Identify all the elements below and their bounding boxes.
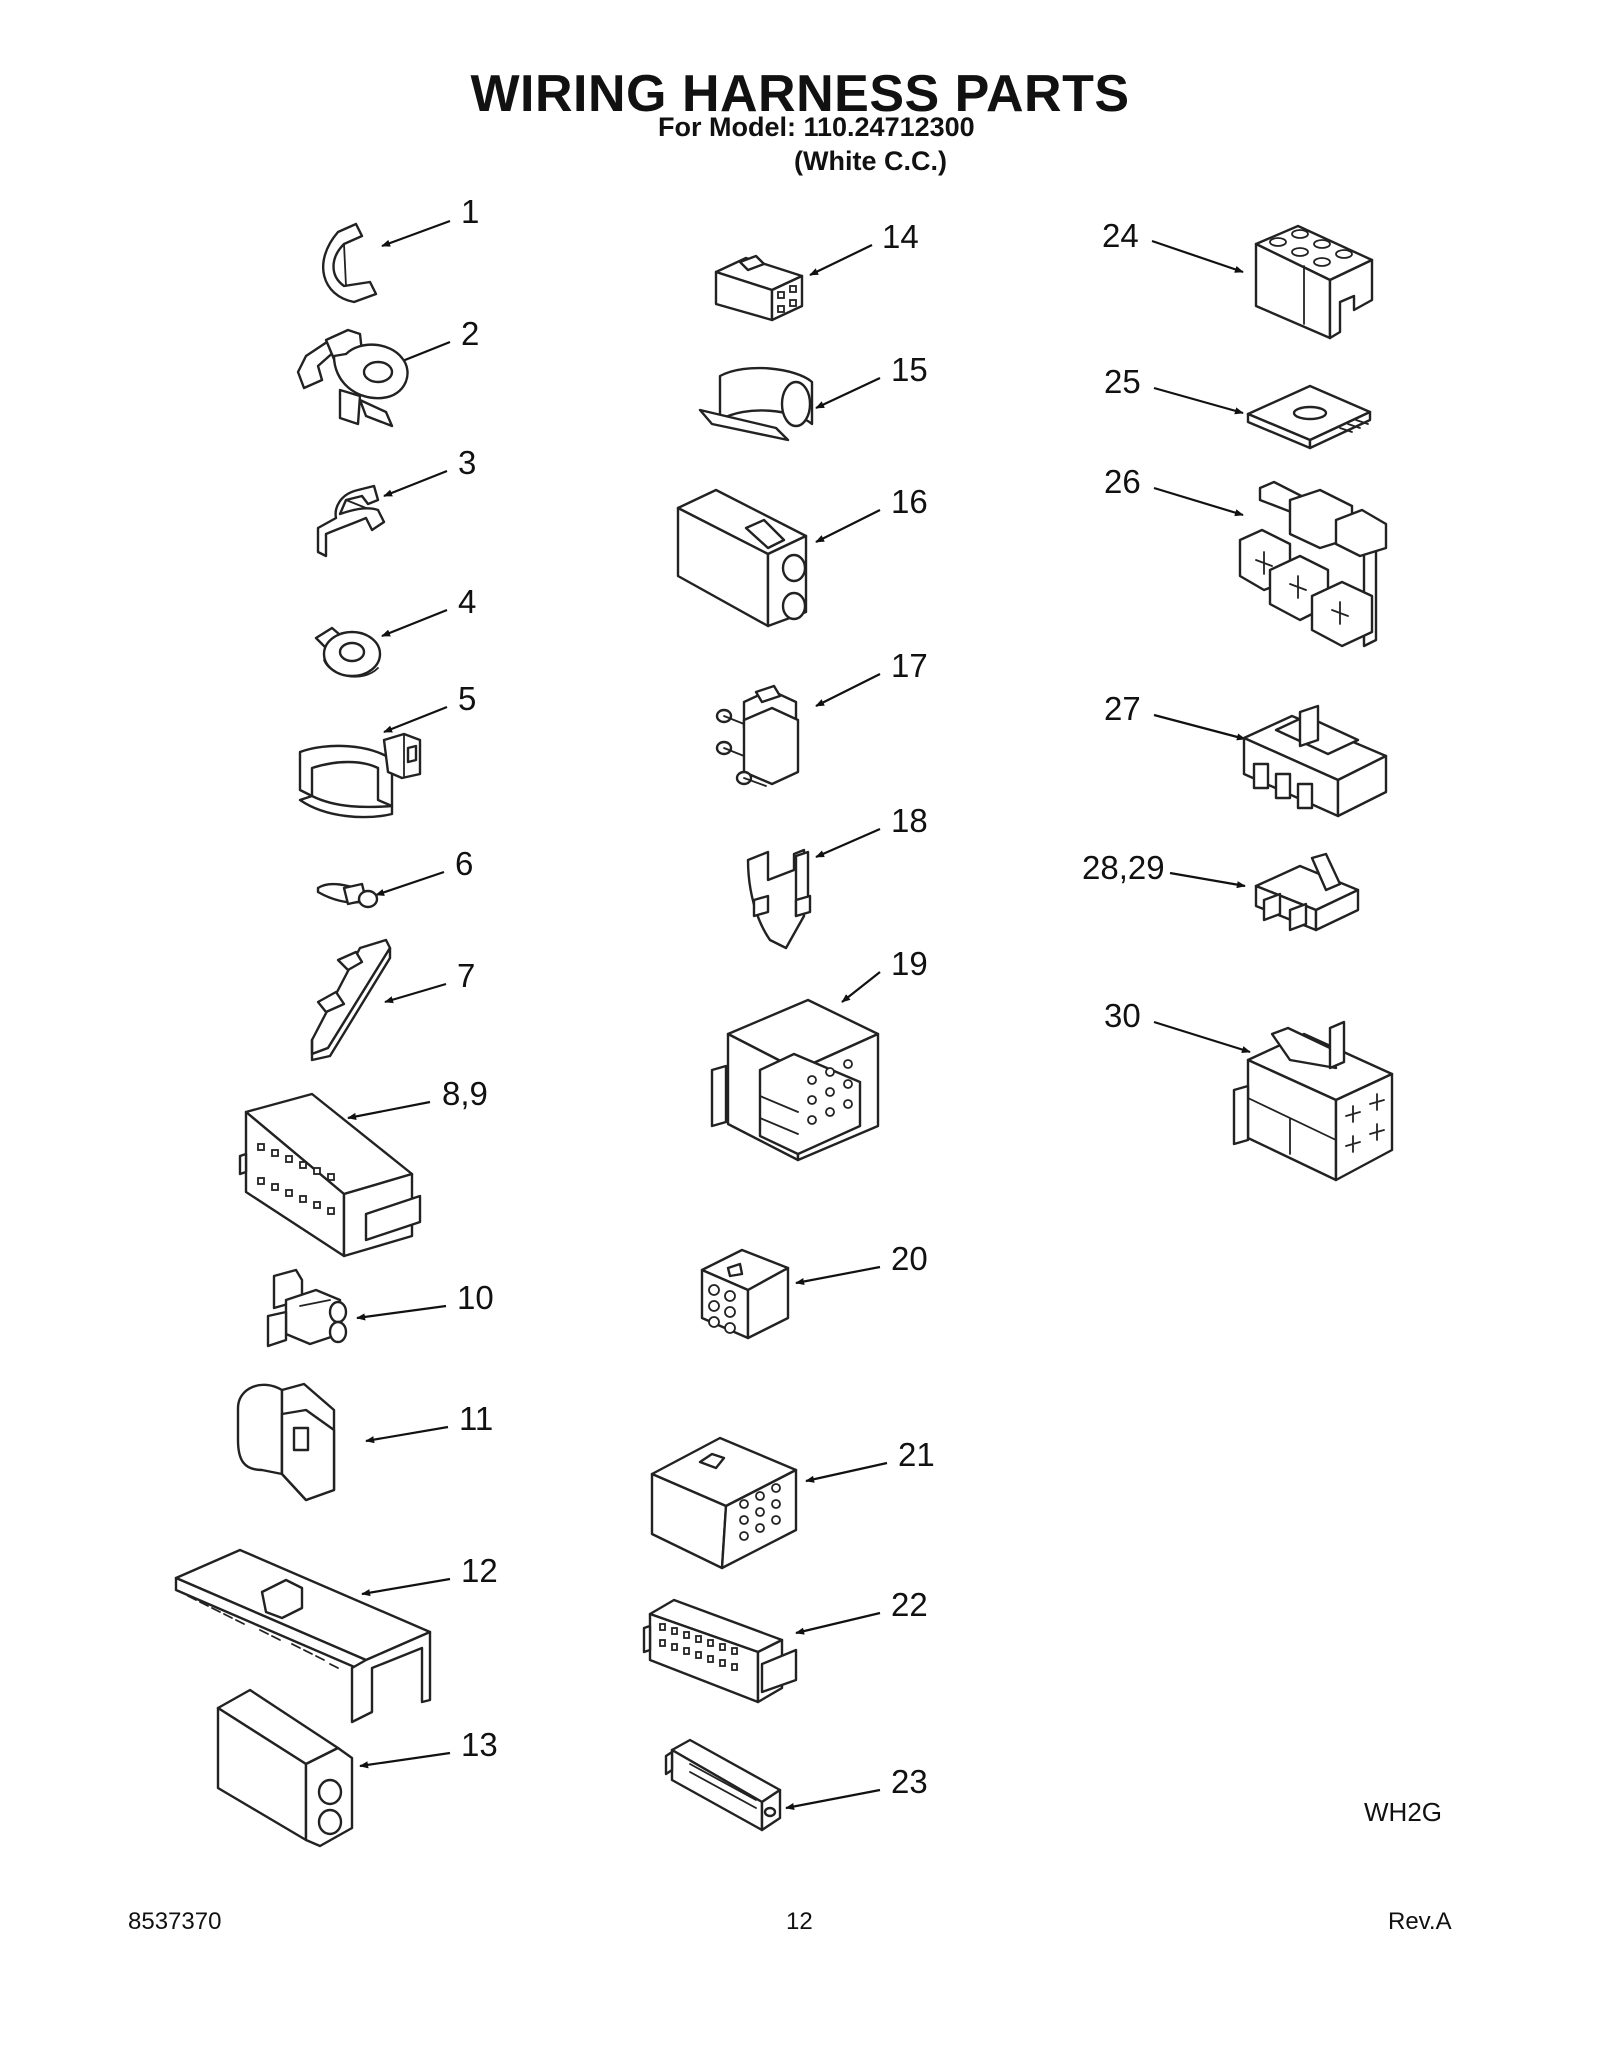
part-10-connector bbox=[266, 1268, 348, 1348]
leader-28-29 bbox=[1169, 871, 1246, 889]
callout-label-22: 22 bbox=[891, 1586, 928, 1623]
leader-21 bbox=[805, 1461, 888, 1483]
part-1-clip bbox=[322, 222, 378, 304]
leader-17 bbox=[815, 673, 881, 707]
leader-12 bbox=[361, 1577, 451, 1597]
leader-22 bbox=[795, 1611, 881, 1635]
leader-13 bbox=[359, 1751, 451, 1769]
variant-line: (White C.C.) bbox=[794, 146, 947, 176]
leader-30 bbox=[1153, 1020, 1251, 1054]
callout-label-28-29: 28,29 bbox=[1082, 849, 1165, 886]
leader-26 bbox=[1153, 486, 1244, 517]
callout-label-19: 19 bbox=[891, 945, 928, 982]
leader-3 bbox=[383, 469, 448, 498]
callout-label-17: 17 bbox=[891, 647, 928, 684]
diagram-code: WH2G bbox=[1364, 1797, 1442, 1827]
leader-23 bbox=[785, 1788, 881, 1811]
callout-label-23: 23 bbox=[891, 1763, 928, 1800]
callout-label-3: 3 bbox=[458, 444, 476, 481]
callout-labels: 1 2 3 4 5 6 7 8,9 10 11 12 13 14 15 16 1… bbox=[442, 193, 1165, 1800]
leader-16 bbox=[815, 509, 881, 543]
leader-24 bbox=[1151, 239, 1244, 274]
part-19-connector bbox=[710, 998, 880, 1162]
callout-label-30: 30 bbox=[1104, 997, 1141, 1034]
callout-label-20: 20 bbox=[891, 1240, 928, 1277]
callout-label-10: 10 bbox=[457, 1279, 494, 1316]
part-11-connector bbox=[236, 1382, 336, 1502]
callout-label-26: 26 bbox=[1104, 463, 1141, 500]
page-title: WIRING HARNESS PARTS bbox=[470, 65, 1130, 123]
callout-label-8-9: 8,9 bbox=[442, 1075, 488, 1112]
part-2-wire-clip bbox=[296, 328, 409, 428]
part-23-connector bbox=[664, 1738, 782, 1832]
leader-5 bbox=[383, 705, 448, 734]
callout-label-24: 24 bbox=[1102, 217, 1139, 254]
callout-label-5: 5 bbox=[458, 680, 476, 717]
leader-11 bbox=[365, 1425, 449, 1444]
callout-label-14: 14 bbox=[882, 218, 919, 255]
part-27-connector bbox=[1242, 704, 1388, 818]
leader-15 bbox=[815, 377, 881, 409]
model-line: For Model: 110.24712300 bbox=[658, 112, 975, 142]
part-21-connector bbox=[650, 1436, 798, 1570]
callout-label-13: 13 bbox=[461, 1726, 498, 1763]
callout-label-6: 6 bbox=[455, 845, 473, 882]
leader-20 bbox=[795, 1265, 881, 1286]
leader-25 bbox=[1153, 386, 1244, 415]
part-8-9-connector bbox=[238, 1092, 422, 1258]
callout-label-15: 15 bbox=[891, 351, 928, 388]
callout-label-27: 27 bbox=[1104, 690, 1141, 727]
part-28-29-connector bbox=[1254, 852, 1360, 932]
leader-14 bbox=[809, 244, 873, 276]
part-17-connector bbox=[715, 684, 800, 787]
part-4-grommet bbox=[314, 626, 382, 678]
callout-label-16: 16 bbox=[891, 483, 928, 520]
doc-number: 8537370 bbox=[128, 1908, 222, 1935]
part-12-terminal-block bbox=[174, 1548, 432, 1724]
callout-label-18: 18 bbox=[891, 802, 928, 839]
part-15-sleeve bbox=[698, 366, 814, 442]
callout-label-1: 1 bbox=[461, 193, 479, 230]
part-6-pin bbox=[316, 882, 379, 909]
revision: Rev.A bbox=[1388, 1908, 1452, 1935]
leader-10 bbox=[356, 1304, 447, 1321]
callout-label-12: 12 bbox=[461, 1552, 498, 1589]
callout-label-4: 4 bbox=[458, 583, 476, 620]
leader-7 bbox=[384, 982, 447, 1004]
leader-6 bbox=[375, 870, 445, 897]
leader-8-9 bbox=[347, 1100, 431, 1120]
leader-1 bbox=[381, 219, 451, 248]
part-13-connector bbox=[216, 1688, 354, 1848]
callout-label-25: 25 bbox=[1104, 363, 1141, 400]
callout-label-21: 21 bbox=[898, 1436, 935, 1473]
part-5-tube-clip bbox=[298, 732, 422, 819]
callout-label-7: 7 bbox=[457, 957, 475, 994]
part-25-board bbox=[1246, 384, 1372, 450]
leader-18 bbox=[815, 827, 881, 859]
part-26-bracket bbox=[1238, 480, 1388, 648]
leader-27 bbox=[1153, 713, 1246, 741]
part-22-connector bbox=[642, 1598, 798, 1704]
leader-4 bbox=[381, 608, 448, 638]
part-18-clip bbox=[746, 848, 812, 950]
part-7-tab bbox=[310, 938, 392, 1062]
part-20-connector bbox=[700, 1248, 790, 1340]
part-16-connector bbox=[676, 488, 808, 628]
part-14-connector bbox=[714, 254, 804, 322]
part-30-connector bbox=[1232, 1020, 1394, 1182]
callout-label-2: 2 bbox=[461, 315, 479, 352]
callout-label-11: 11 bbox=[459, 1400, 493, 1437]
part-24-connector-block bbox=[1254, 224, 1374, 340]
part-3-spring-clip bbox=[316, 484, 386, 558]
page-number: 12 bbox=[786, 1908, 813, 1935]
leader-lines bbox=[347, 219, 1251, 1811]
leader-19 bbox=[841, 971, 881, 1003]
